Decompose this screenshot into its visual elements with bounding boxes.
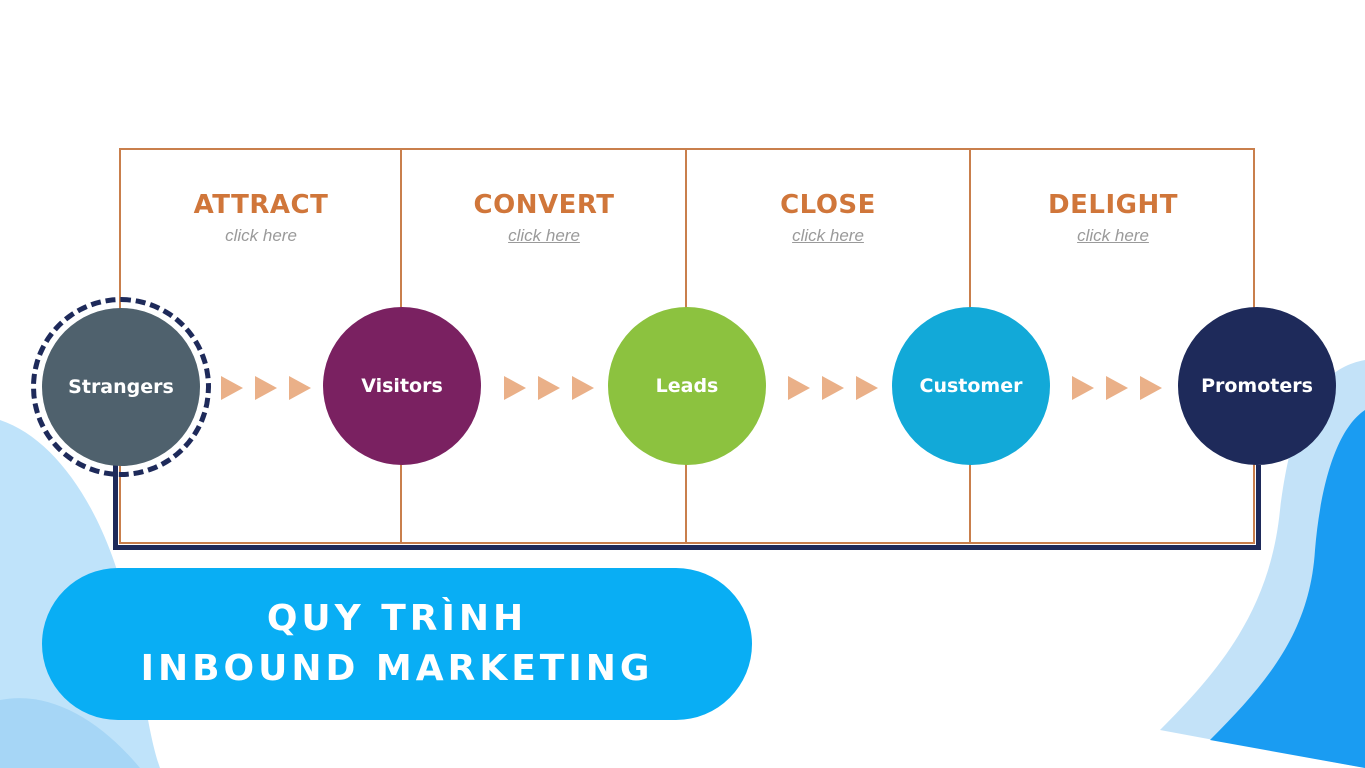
banner-title-line1: QUY TRÌNH: [266, 598, 528, 639]
node-customer[interactable]: Customer: [892, 307, 1050, 465]
flow-arrows: [504, 376, 594, 400]
node-label: Visitors: [361, 375, 443, 397]
stage-convert: CONVERT click here: [402, 190, 686, 246]
click-here-link[interactable]: click here: [225, 226, 297, 245]
frame-accent-right: [1256, 465, 1261, 550]
stage-title: DELIGHT: [1048, 190, 1178, 220]
node-visitors[interactable]: Visitors: [323, 307, 481, 465]
stage-title: CLOSE: [780, 190, 876, 220]
arrow-icon: [504, 376, 526, 400]
node-strangers[interactable]: Strangers: [42, 308, 200, 466]
frame-accent-bottom: [113, 545, 1261, 550]
arrow-icon: [1140, 376, 1162, 400]
stage-close: CLOSE click here: [686, 190, 970, 246]
flow-arrows: [221, 376, 311, 400]
flow-arrows: [1072, 376, 1162, 400]
node-label: Promoters: [1201, 375, 1313, 397]
node-label: Strangers: [68, 376, 174, 398]
stage-title: ATTRACT: [193, 190, 329, 220]
arrow-icon: [221, 376, 243, 400]
banner-title-line2: INBOUND MARKETING: [140, 648, 654, 689]
frame-accent-left: [113, 465, 118, 550]
node-label: Customer: [919, 375, 1023, 397]
arrow-icon: [255, 376, 277, 400]
arrow-icon: [788, 376, 810, 400]
stage-title: CONVERT: [473, 190, 615, 220]
arrow-icon: [538, 376, 560, 400]
node-leads[interactable]: Leads: [608, 307, 766, 465]
node-promoters[interactable]: Promoters: [1178, 307, 1336, 465]
arrow-icon: [289, 376, 311, 400]
stage-attract: ATTRACT click here: [119, 190, 403, 246]
arrow-icon: [1106, 376, 1128, 400]
arrow-icon: [572, 376, 594, 400]
click-here-link[interactable]: click here: [508, 226, 580, 245]
current-stage-ring: [31, 297, 211, 477]
click-here-link[interactable]: click here: [1077, 226, 1149, 245]
arrow-icon: [822, 376, 844, 400]
click-here-link[interactable]: click here: [792, 226, 864, 245]
flow-arrows: [788, 376, 878, 400]
arrow-icon: [856, 376, 878, 400]
node-label: Leads: [655, 375, 719, 397]
arrow-icon: [1072, 376, 1094, 400]
title-banner: QUY TRÌNH INBOUND MARKETING: [42, 568, 752, 720]
stage-delight: DELIGHT click here: [971, 190, 1255, 246]
